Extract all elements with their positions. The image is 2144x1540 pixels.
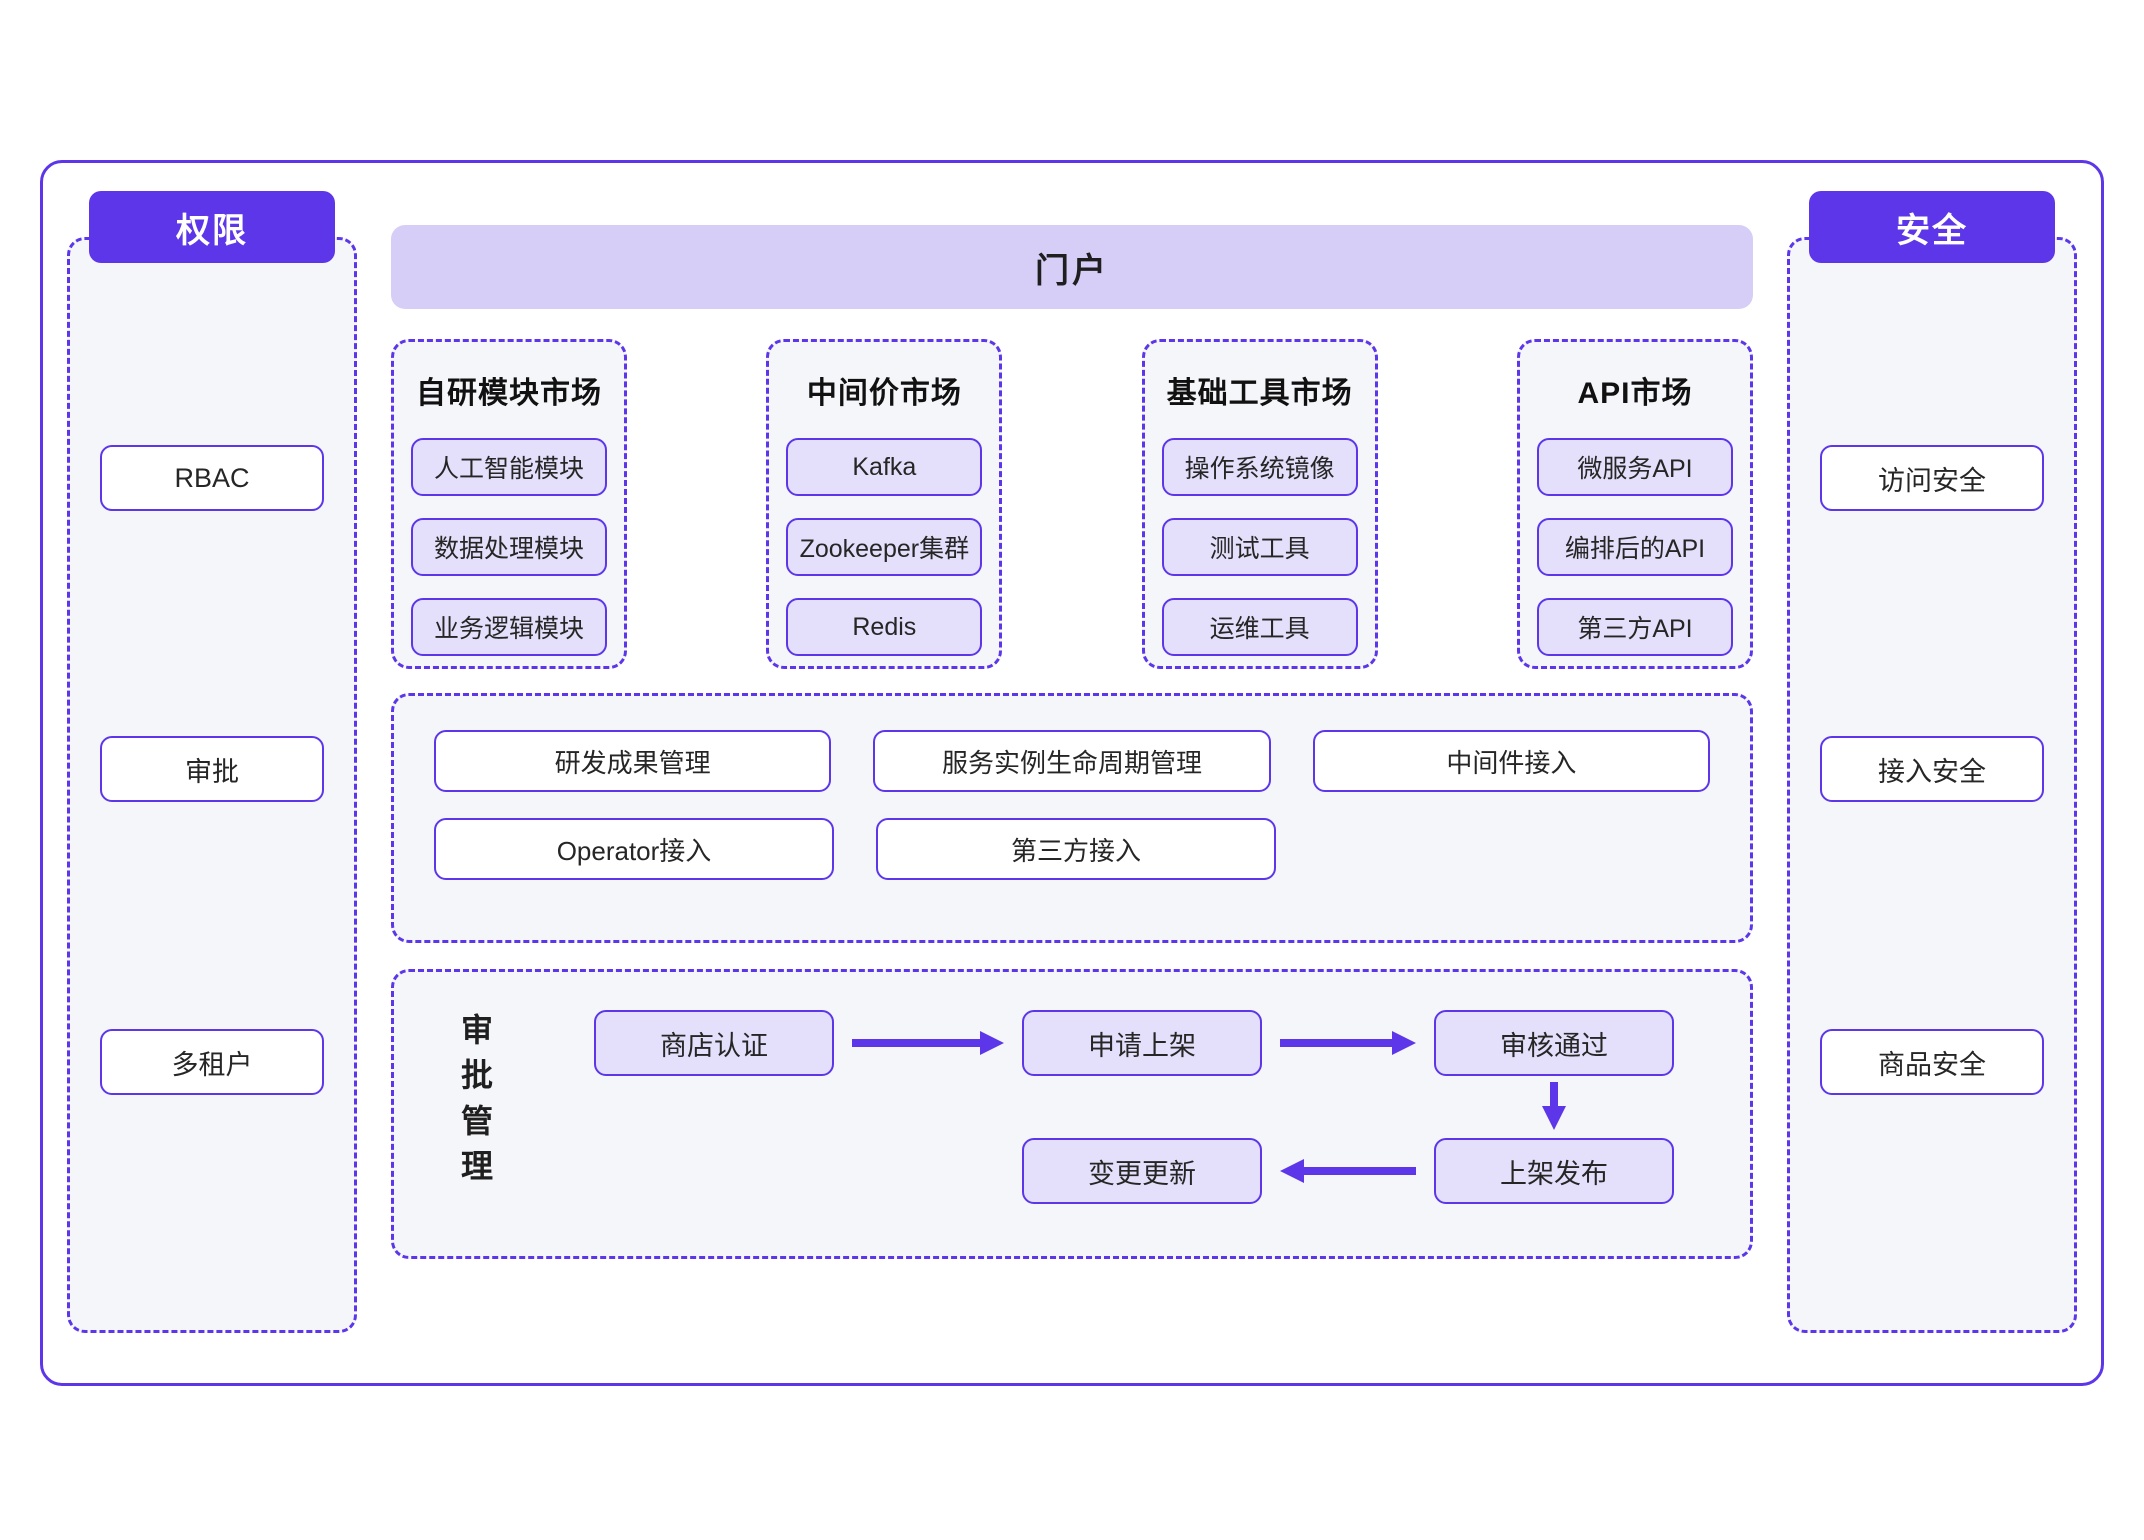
- permissions-item-rbac[interactable]: RBAC: [100, 445, 324, 511]
- permissions-item-label: 多租户: [171, 1049, 253, 1080]
- arrow-right-icon: [852, 1031, 1004, 1055]
- market-chip[interactable]: Redis: [786, 598, 983, 656]
- capability-item[interactable]: 中间件接入: [1312, 730, 1710, 792]
- arrow-right-icon: [1280, 1031, 1416, 1055]
- security-item-label: 访问安全: [1878, 465, 1986, 496]
- security-item-label: 接入安全: [1878, 756, 1986, 787]
- market-chip[interactable]: 操作系统镜像: [1161, 438, 1358, 496]
- capability-item[interactable]: 第三方接入: [876, 818, 1276, 880]
- portal-title: 门户: [1035, 251, 1109, 290]
- portal-header-bar: 门户: [391, 225, 1753, 309]
- arrow-left-icon: [1280, 1159, 1416, 1183]
- approval-node-apply-listing[interactable]: 申请上架: [1022, 1010, 1262, 1076]
- market-title: API市场: [1577, 377, 1693, 410]
- capability-item[interactable]: 服务实例生命周期管理: [873, 730, 1271, 792]
- market-self-developed: 自研模块市场 人工智能模块 数据处理模块 业务逻辑模块: [391, 339, 627, 669]
- approval-node-review-passed[interactable]: 审核通过: [1434, 1010, 1674, 1076]
- market-chip[interactable]: 人工智能模块: [411, 438, 607, 496]
- permissions-panel: RBAC 审批 多租户: [67, 237, 357, 1333]
- market-chip[interactable]: 数据处理模块: [411, 518, 607, 576]
- market-chip[interactable]: 编排后的API: [1536, 518, 1733, 576]
- market-chip[interactable]: 运维工具: [1161, 598, 1358, 656]
- market-chip[interactable]: Kafka: [786, 438, 983, 496]
- permissions-panel-badge-label: 权限: [176, 211, 248, 250]
- market-api: API市场 微服务API 编排后的API 第三方API: [1516, 339, 1753, 669]
- approval-flow-vertical-label: 审 批 管 理: [454, 1008, 500, 1190]
- market-chip[interactable]: 测试工具: [1161, 518, 1358, 576]
- security-item-product[interactable]: 商品安全: [1820, 1029, 2044, 1095]
- approval-flow-panel: 审 批 管 理 商店认证 申请上架 审核通过 上架发布 变更更新: [391, 969, 1753, 1259]
- market-middleware: 中间价市场 Kafka Zookeeper集群 Redis: [766, 339, 1003, 669]
- security-panel: 访问安全 接入安全 商品安全: [1787, 237, 2077, 1333]
- security-item-label: 商品安全: [1878, 1049, 1986, 1080]
- permissions-item-label: 审批: [185, 756, 239, 787]
- security-item-connection[interactable]: 接入安全: [1820, 736, 2044, 802]
- approval-label-char: 批: [460, 1057, 493, 1094]
- security-item-access[interactable]: 访问安全: [1820, 445, 2044, 511]
- market-title: 自研模块市场: [416, 377, 602, 410]
- architecture-diagram-frame: RBAC 审批 多租户 权限 访问安全 接入安全 商品安全 安全 门户: [40, 160, 2104, 1386]
- permissions-item-approval[interactable]: 审批: [100, 736, 324, 802]
- permissions-item-label: RBAC: [174, 462, 250, 493]
- center-column: 门户 自研模块市场 人工智能模块 数据处理模块 业务逻辑模块 中间价市场 Kaf…: [391, 163, 1753, 1383]
- market-title: 基础工具市场: [1166, 377, 1353, 410]
- approval-node-publish[interactable]: 上架发布: [1434, 1138, 1674, 1204]
- market-chip[interactable]: 第三方API: [1536, 598, 1733, 656]
- permissions-item-multitenant[interactable]: 多租户: [100, 1029, 324, 1095]
- capabilities-row: Operator接入 第三方接入: [434, 818, 1710, 880]
- capabilities-row: 研发成果管理 服务实例生命周期管理 中间件接入: [434, 730, 1710, 792]
- market-base-tools: 基础工具市场 操作系统镜像 测试工具 运维工具: [1141, 339, 1378, 669]
- security-panel-badge-label: 安全: [1896, 211, 1968, 250]
- capability-item[interactable]: 研发成果管理: [434, 730, 832, 792]
- capabilities-panel: 研发成果管理 服务实例生命周期管理 中间件接入 Operator接入 第三方接入: [391, 693, 1753, 943]
- capability-item[interactable]: Operator接入: [434, 818, 834, 880]
- permissions-panel-badge: 权限: [89, 191, 335, 263]
- approval-node-store-certification[interactable]: 商店认证: [594, 1010, 834, 1076]
- market-chip[interactable]: Zookeeper集群: [786, 518, 983, 576]
- market-sections: 自研模块市场 人工智能模块 数据处理模块 业务逻辑模块 中间价市场 Kafka …: [391, 339, 1753, 669]
- security-panel-badge: 安全: [1809, 191, 2055, 263]
- market-chip[interactable]: 微服务API: [1536, 438, 1733, 496]
- market-chip[interactable]: 业务逻辑模块: [411, 598, 607, 656]
- arrow-down-icon: [1542, 1082, 1566, 1130]
- market-title: 中间价市场: [806, 377, 962, 410]
- approval-label-char: 管: [460, 1102, 493, 1139]
- approval-node-change-update[interactable]: 变更更新: [1022, 1138, 1262, 1204]
- approval-label-char: 理: [460, 1148, 493, 1185]
- approval-label-char: 审: [460, 1012, 493, 1048]
